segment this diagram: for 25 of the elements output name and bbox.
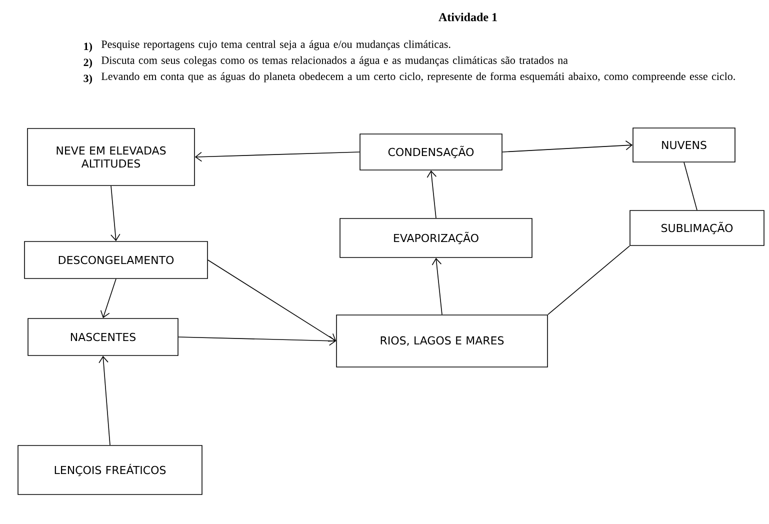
process-box: NEVE EM ELEVADAS ALTITUDES bbox=[27, 128, 195, 186]
process-box: LENÇOIS FREÁTICOS bbox=[18, 445, 202, 495]
instruction-text: Pesquise reportagens cujo tema central seja a água e/ou mudanças climáticas. bbox=[102, 40, 450, 50]
item-number: 1) bbox=[84, 42, 92, 52]
arrow bbox=[208, 260, 336, 342]
arrow bbox=[178, 336, 336, 346]
item-number: 2) bbox=[84, 58, 92, 68]
arrow bbox=[100, 278, 116, 318]
process-box: DESCONGELAMENTO bbox=[24, 241, 208, 279]
process-box: SUBLIMAÇÃO bbox=[630, 210, 764, 246]
arrow bbox=[432, 258, 442, 315]
arrow bbox=[426, 170, 437, 218]
instruction-text: Discuta com seus colegas como os temas relacionados a água e as mudanças climáticas são tratados na bbox=[102, 56, 568, 66]
process-box: CONDENSAÇÃO bbox=[360, 134, 502, 170]
arrow bbox=[194, 152, 360, 162]
instruction-text: Levando em conta que as águas do planeta obedecem a um certo ciclo, represente de forma esquemáti abaixo, como compreende esse ciclo. bbox=[102, 72, 735, 82]
process-box: RIOS, LAGOS E MARES bbox=[336, 314, 548, 368]
process-box: NASCENTES bbox=[28, 318, 178, 356]
title: Atividade 1 bbox=[438, 12, 497, 22]
item-number: 3) bbox=[84, 74, 92, 84]
arrow bbox=[110, 186, 120, 242]
process-box: EVAPORIZAÇÃO bbox=[340, 218, 532, 258]
arrow bbox=[98, 356, 110, 446]
process-box: NUVENS bbox=[632, 128, 736, 162]
arrow bbox=[502, 140, 633, 152]
